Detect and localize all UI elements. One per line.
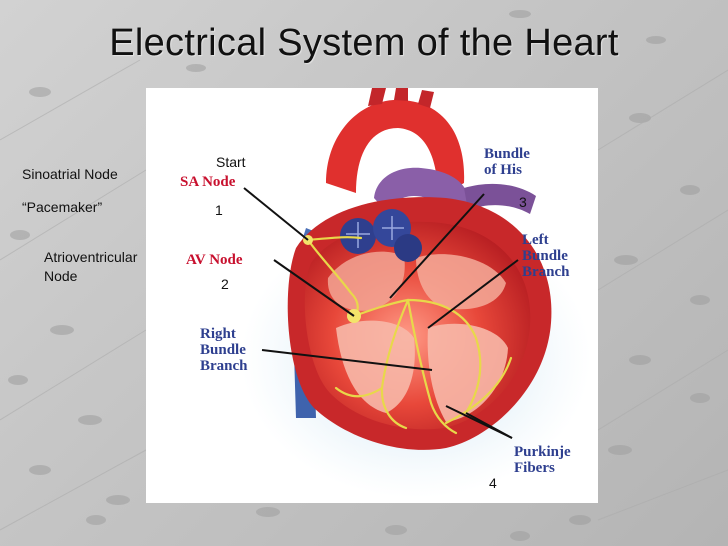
- step-marker-2: 2: [221, 276, 229, 292]
- av-node-label: AV Node: [186, 252, 243, 268]
- purkinje-line-1: Purkinje: [514, 444, 571, 460]
- heart-diagram-panel: SA Node AV Node Right Bundle Branch Bund…: [146, 88, 598, 503]
- heart-illustration: [241, 88, 591, 498]
- his-line-1: Bundle: [484, 146, 530, 162]
- left-bundle-branch-label: Left Bundle Branch: [522, 232, 570, 280]
- lbb-line-1: Left: [522, 232, 549, 248]
- purkinje-fibers-label: Purkinje Fibers: [514, 444, 571, 476]
- av-label-line-2: Node: [44, 268, 78, 284]
- bundle-of-his-label: Bundle of His: [484, 146, 530, 178]
- atrioventricular-label: Atrioventricular Node: [44, 248, 137, 286]
- sa-node-text: SA Node: [180, 174, 236, 190]
- his-line-2: of His: [484, 162, 522, 178]
- av-label-line-1: Atrioventricular: [44, 249, 138, 265]
- step-marker-3: 3: [519, 194, 527, 210]
- sa-node-label: SA Node: [180, 174, 235, 190]
- rbb-line-3: Branch: [200, 358, 248, 374]
- rbb-line-1: Right: [200, 326, 236, 342]
- sinoatrial-node-label: Sinoatrial Node: [22, 166, 118, 182]
- step-marker-4: 4: [489, 475, 497, 491]
- av-node-text: AV Node: [186, 252, 243, 268]
- lbb-line-3: Branch: [522, 264, 570, 280]
- right-bundle-branch-label: Right Bundle Branch: [200, 326, 248, 374]
- purkinje-line-2: Fibers: [514, 460, 555, 476]
- pacemaker-label: “Pacemaker”: [22, 199, 103, 215]
- step-marker-1: 1: [215, 202, 223, 218]
- slide-title: Electrical System of the Heart: [109, 22, 619, 64]
- rbb-line-2: Bundle: [200, 342, 246, 358]
- start-marker: Start: [216, 154, 246, 170]
- lbb-line-2: Bundle: [522, 248, 568, 264]
